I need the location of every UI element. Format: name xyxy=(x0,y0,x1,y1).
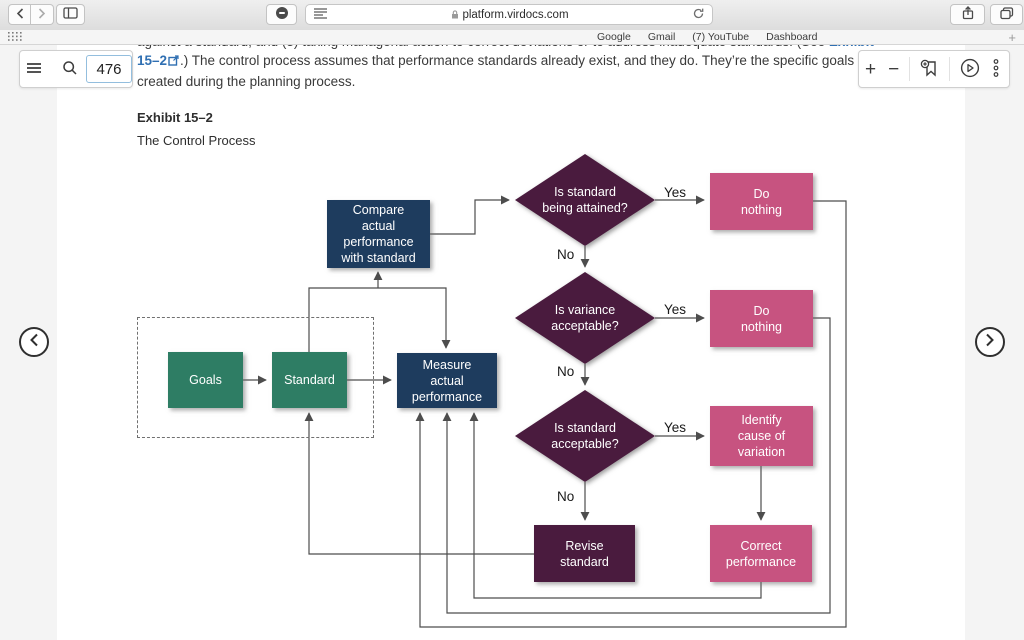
reader-toolbar-left xyxy=(19,50,133,88)
flowchart-node-do-nothing-1: Do nothing xyxy=(710,173,813,230)
forward-button[interactable] xyxy=(31,4,54,25)
extension-icon xyxy=(275,6,289,23)
search-button[interactable] xyxy=(56,51,84,87)
hamburger-icon xyxy=(26,62,42,77)
label-no-3: No xyxy=(557,489,575,504)
back-button[interactable] xyxy=(8,4,31,25)
decision-label: Is standard acceptable? xyxy=(515,390,655,482)
chevron-right-icon xyxy=(985,333,995,352)
chevron-right-icon xyxy=(38,7,46,22)
bookmark-youtube[interactable]: (7) YouTube xyxy=(692,31,750,43)
tabs-icon xyxy=(999,6,1014,23)
plus-icon: + xyxy=(865,58,877,80)
bookmarks-bar: Google Gmail (7) YouTube Dashboard + xyxy=(0,30,1024,45)
minus-icon: − xyxy=(888,58,900,80)
more-options-button[interactable] xyxy=(986,51,1006,87)
label-yes-2: Yes xyxy=(664,302,687,317)
paragraph-line-2: created during the planning process. xyxy=(137,74,356,89)
exhibit-15-2-link[interactable]: 15–2 xyxy=(137,53,168,68)
chevron-left-icon xyxy=(29,333,39,352)
next-page-button[interactable] xyxy=(975,327,1005,357)
flowchart-node-correct-performance: Correct performance xyxy=(710,525,812,582)
share-icon xyxy=(962,6,974,23)
toolbar-divider xyxy=(909,57,911,81)
flowchart-node-standard: Standard xyxy=(272,352,347,408)
bookmark-add-icon xyxy=(920,59,939,80)
label-no-2: No xyxy=(557,364,575,379)
url-text: platform.virdocs.com xyxy=(327,9,693,21)
share-button[interactable] xyxy=(950,4,985,25)
bookmark-google[interactable]: Google xyxy=(597,31,631,43)
new-tab-button[interactable]: + xyxy=(1008,29,1016,45)
label-yes-1: Yes xyxy=(664,185,687,200)
page-number-input[interactable] xyxy=(86,55,132,83)
play-circle-icon xyxy=(960,58,980,81)
refresh-icon[interactable] xyxy=(693,6,704,24)
flowchart-node-do-nothing-2: Do nothing xyxy=(710,290,813,347)
sidebar-toggle-button[interactable] xyxy=(56,4,85,25)
flowchart-node-identify-cause: Identify cause of variation xyxy=(710,406,813,466)
add-bookmark-button[interactable] xyxy=(914,51,945,87)
zoom-in-button[interactable]: + xyxy=(859,51,882,87)
nav-button-group xyxy=(8,4,54,25)
flowchart-node-compare: Compare actual performance with standard xyxy=(327,200,430,268)
flowchart-decision-standard-ok: Is standard acceptable? xyxy=(515,390,655,482)
chevron-left-icon xyxy=(16,7,24,22)
search-icon xyxy=(62,60,78,79)
browser-titlebar: platform.virdocs.com xyxy=(0,0,1024,31)
play-button[interactable] xyxy=(954,51,986,87)
exhibit-title: The Control Process xyxy=(137,133,256,148)
zoom-out-button[interactable]: − xyxy=(882,51,905,87)
frequent-sites-grid-icon[interactable] xyxy=(8,28,22,46)
label-no-1: No xyxy=(557,247,575,262)
flowchart-decision-attained: Is standard being attained? xyxy=(515,154,655,246)
kebab-menu-icon xyxy=(992,58,1000,81)
flowchart-node-revise-standard: Revise standard xyxy=(534,525,635,582)
extension-button[interactable] xyxy=(266,4,297,25)
reader-view-icon[interactable] xyxy=(314,6,327,24)
sidebar-icon xyxy=(63,7,78,22)
flowchart-node-measure: Measure actual performance xyxy=(397,353,497,408)
bookmark-items: Google Gmail (7) YouTube Dashboard xyxy=(597,31,817,43)
label-yes-3: Yes xyxy=(664,420,687,435)
bookmark-gmail[interactable]: Gmail xyxy=(647,31,676,43)
decision-label: Is variance acceptable? xyxy=(515,272,655,364)
toolbar-divider xyxy=(949,57,951,81)
external-link-icon[interactable] xyxy=(168,54,179,69)
planning-dashed-boundary xyxy=(137,317,374,438)
show-tabs-button[interactable] xyxy=(990,4,1023,25)
paragraph-line: 15–2 .) The control process assumes that … xyxy=(137,53,854,69)
reader-toolbar-right: + − xyxy=(858,50,1010,88)
decision-label: Is standard being attained? xyxy=(515,154,655,246)
previous-page-button[interactable] xyxy=(19,327,49,357)
flowchart-decision-variance: Is variance acceptable? xyxy=(515,272,655,364)
bookmark-dashboard[interactable]: Dashboard xyxy=(766,31,818,43)
address-bar[interactable]: platform.virdocs.com xyxy=(305,4,713,25)
url-domain: platform.virdocs.com xyxy=(462,8,569,21)
exhibit-heading: Exhibit 15–2 xyxy=(137,110,213,125)
menu-button[interactable] xyxy=(20,51,48,87)
sentence-text: .) The control process assumes that perf… xyxy=(180,53,855,68)
flowchart-node-goals: Goals xyxy=(168,352,243,408)
